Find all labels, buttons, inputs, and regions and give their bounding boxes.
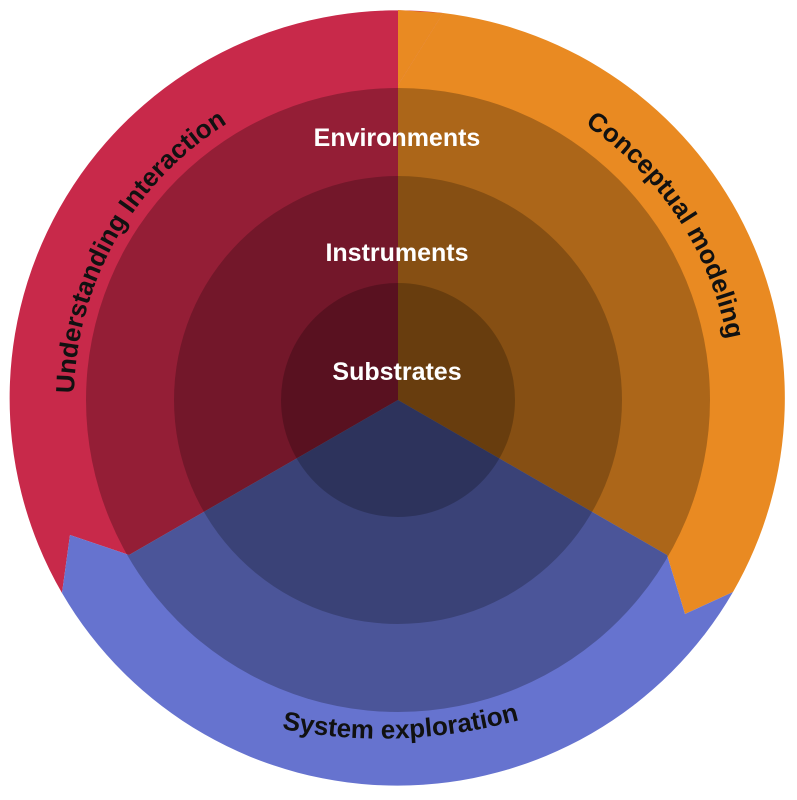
ring-label-instruments: Instruments: [325, 239, 468, 267]
ring-label-environments: Environments: [314, 124, 481, 152]
ring-instruments: [174, 176, 622, 624]
sector-conceptual-modeling-main: [398, 13, 785, 614]
sector-conceptual-modeling: [398, 10, 443, 400]
ring-substrates: [281, 283, 515, 517]
sector-system-exploration: [62, 400, 733, 786]
ring-label-substrates: Substrates: [332, 358, 461, 386]
ring-environments: [86, 88, 710, 712]
sector-understanding-interaction: [9, 10, 444, 593]
